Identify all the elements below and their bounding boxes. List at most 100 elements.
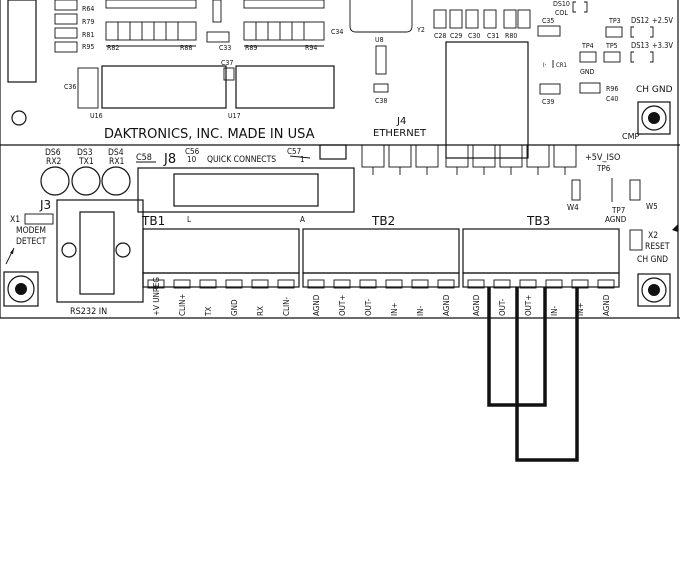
terminal-pin-label: RX <box>256 306 265 316</box>
terminal-pin <box>173 279 191 289</box>
resistor-r96 <box>579 82 601 94</box>
terminal-pin-label: OUT- <box>364 298 373 316</box>
ethernet-jack <box>445 41 529 159</box>
terminal-pin-label: GND <box>230 299 239 316</box>
svg-text:X1: X1 <box>10 215 20 225</box>
svg-text:GND: GND <box>580 68 595 76</box>
svg-text:R94: R94 <box>305 44 317 52</box>
terminal-pin <box>437 279 455 289</box>
svg-text:AGND: AGND <box>605 215 627 224</box>
terminal-pin <box>597 279 615 289</box>
svg-text:C38: C38 <box>375 97 387 105</box>
resistor-label: R64 <box>82 5 94 13</box>
resistor-label: R81 <box>82 31 94 39</box>
led-rx2 <box>40 166 70 196</box>
terminal-pin-label: IN+ <box>576 302 585 316</box>
svg-text:MODEM: MODEM <box>16 226 46 236</box>
terminal-pin <box>545 279 563 289</box>
terminal-pin <box>519 279 537 289</box>
svg-text:TP3: TP3 <box>608 17 621 25</box>
capacitor-c33 <box>206 31 230 43</box>
terminal-pin <box>333 279 351 289</box>
ethernet-pins <box>361 144 577 175</box>
svg-text:RX2: RX2 <box>46 157 62 167</box>
led-tx1 <box>71 166 101 196</box>
capacitor-row: C28 C29 C30 C31 R80 <box>433 9 531 40</box>
resistor-label: R95 <box>82 43 94 51</box>
svg-text:I·: I· <box>543 62 547 69</box>
terminal-pin <box>147 279 165 289</box>
mounting-hole <box>11 110 27 126</box>
manufacturer-title: DAKTRONICS, INC. MADE IN USA <box>104 127 315 142</box>
svg-text:DS4: DS4 <box>108 148 124 158</box>
svg-text:U8: U8 <box>375 36 384 44</box>
terminal-pin <box>277 279 295 289</box>
terminal-pin <box>385 279 403 289</box>
svg-text:DS10: DS10 <box>553 0 570 8</box>
svg-text:ETHERNET: ETHERNET <box>373 128 427 139</box>
svg-text:+5V_ISO: +5V_ISO <box>585 153 620 163</box>
chassis-ground-pad-top <box>637 101 671 135</box>
svg-text:J4: J4 <box>396 116 406 127</box>
terminal-pin <box>411 279 429 289</box>
svg-text:U17: U17 <box>228 112 241 120</box>
svg-text:TP6: TP6 <box>596 164 611 173</box>
svg-text:C35: C35 <box>542 17 554 25</box>
terminal-pin-label: AGND <box>442 294 451 316</box>
svg-text:C37: C37 <box>221 59 233 67</box>
svg-text:Y2: Y2 <box>416 26 425 34</box>
svg-text:DETECT: DETECT <box>16 237 47 247</box>
svg-text:X2: X2 <box>648 231 658 241</box>
svg-text:R82: R82 <box>107 44 119 52</box>
terminal-pin-label: OUT+ <box>524 295 533 316</box>
svg-text:TP7: TP7 <box>611 206 625 215</box>
svg-text:J8: J8 <box>163 152 176 167</box>
svg-text:DS6: DS6 <box>45 148 61 158</box>
terminal-pin <box>493 279 511 289</box>
svg-text:RS232 IN: RS232 IN <box>70 307 107 317</box>
terminal-pin-label: IN- <box>416 305 425 316</box>
svg-text:+3.3V: +3.3V <box>652 41 673 50</box>
terminal-pin-label: CLIN+ <box>178 293 187 316</box>
svg-text:A: A <box>300 215 305 224</box>
svg-text:R89: R89 <box>245 44 257 52</box>
terminal-pin-label: AGND <box>472 294 481 316</box>
terminal-pin-label: AGND <box>312 294 321 316</box>
left-header-connector <box>7 0 37 83</box>
svg-text:C36: C36 <box>64 83 76 91</box>
svg-text:C58: C58 <box>136 153 152 163</box>
resistor-array-r89: R89 R94 <box>243 0 325 52</box>
terminal-pin <box>359 279 377 289</box>
quick-connects-housing <box>137 167 355 213</box>
svg-text:COL: COL <box>555 9 568 17</box>
svg-text:QUICK CONNECTS: QUICK CONNECTS <box>207 155 276 165</box>
svg-text:DS13: DS13 <box>631 41 649 50</box>
svg-text:TP5: TP5 <box>605 42 618 50</box>
terminal-pin-label: OUT+ <box>338 295 347 316</box>
terminal-pin-label: +V UNREG <box>152 277 161 316</box>
crystal-y2 <box>349 0 413 33</box>
terminal-pin-label: TX <box>204 307 213 317</box>
svg-text:C56: C56 <box>185 147 200 156</box>
svg-text:C29: C29 <box>450 32 462 40</box>
external-wiring <box>487 287 579 462</box>
svg-text:W4: W4 <box>567 203 579 212</box>
svg-text:R96: R96 <box>606 85 618 93</box>
quick-connects-slot <box>173 173 319 207</box>
svg-text:C31: C31 <box>487 32 499 40</box>
svg-text:C57: C57 <box>287 147 301 156</box>
terminal-pin-label: OUT- <box>498 298 507 316</box>
svg-text:W5: W5 <box>646 202 658 211</box>
terminal-block-label: TB2 <box>371 214 395 228</box>
svg-text:CH GND: CH GND <box>636 85 673 95</box>
svg-text:C40: C40 <box>606 95 618 103</box>
jumper-wire-out-plus-to-in-plus <box>515 287 579 462</box>
terminal-pin-label: AGND <box>602 294 611 316</box>
middle-components: DS6 RX2 DS3 TX1 DS4 RX1 C58 J8 C56 10 QU… <box>3 144 678 317</box>
top-components: R64 R79 R81 R95 R82 R88 C33 R89 R94 C34 <box>7 0 673 159</box>
